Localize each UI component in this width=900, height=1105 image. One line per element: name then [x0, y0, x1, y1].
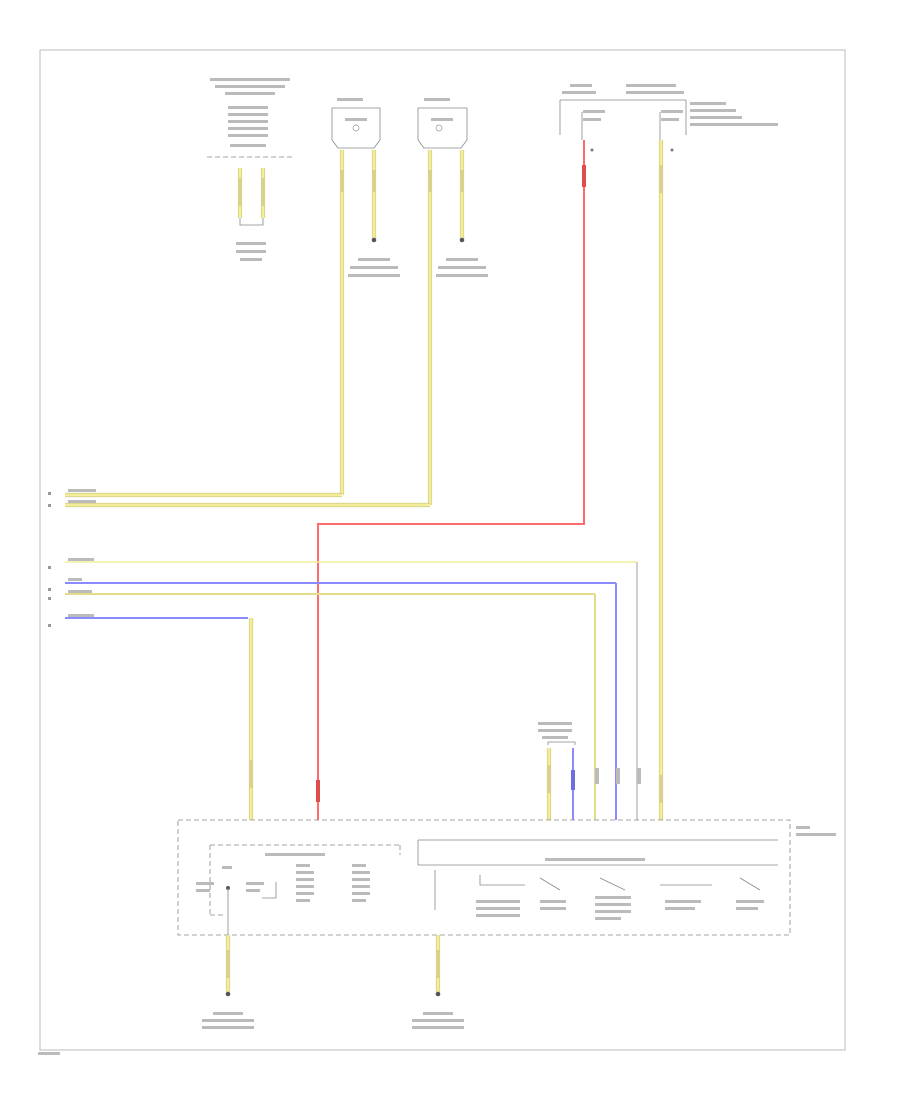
red-wire [317, 140, 585, 820]
ground-right [412, 935, 464, 1029]
diagram-border [39, 49, 846, 1051]
footer-mark [38, 1052, 60, 1055]
top-left-connector [207, 78, 292, 261]
bus-wires [48, 558, 641, 820]
mid-right-connector [538, 722, 576, 820]
right-sensor [417, 98, 488, 505]
control-module [177, 819, 836, 936]
sensor-wires-left [48, 489, 430, 508]
yellow-wire-fuse [658, 140, 664, 820]
left-sensor [331, 98, 400, 495]
ground-left [202, 935, 254, 1029]
fuse-block [559, 84, 778, 152]
